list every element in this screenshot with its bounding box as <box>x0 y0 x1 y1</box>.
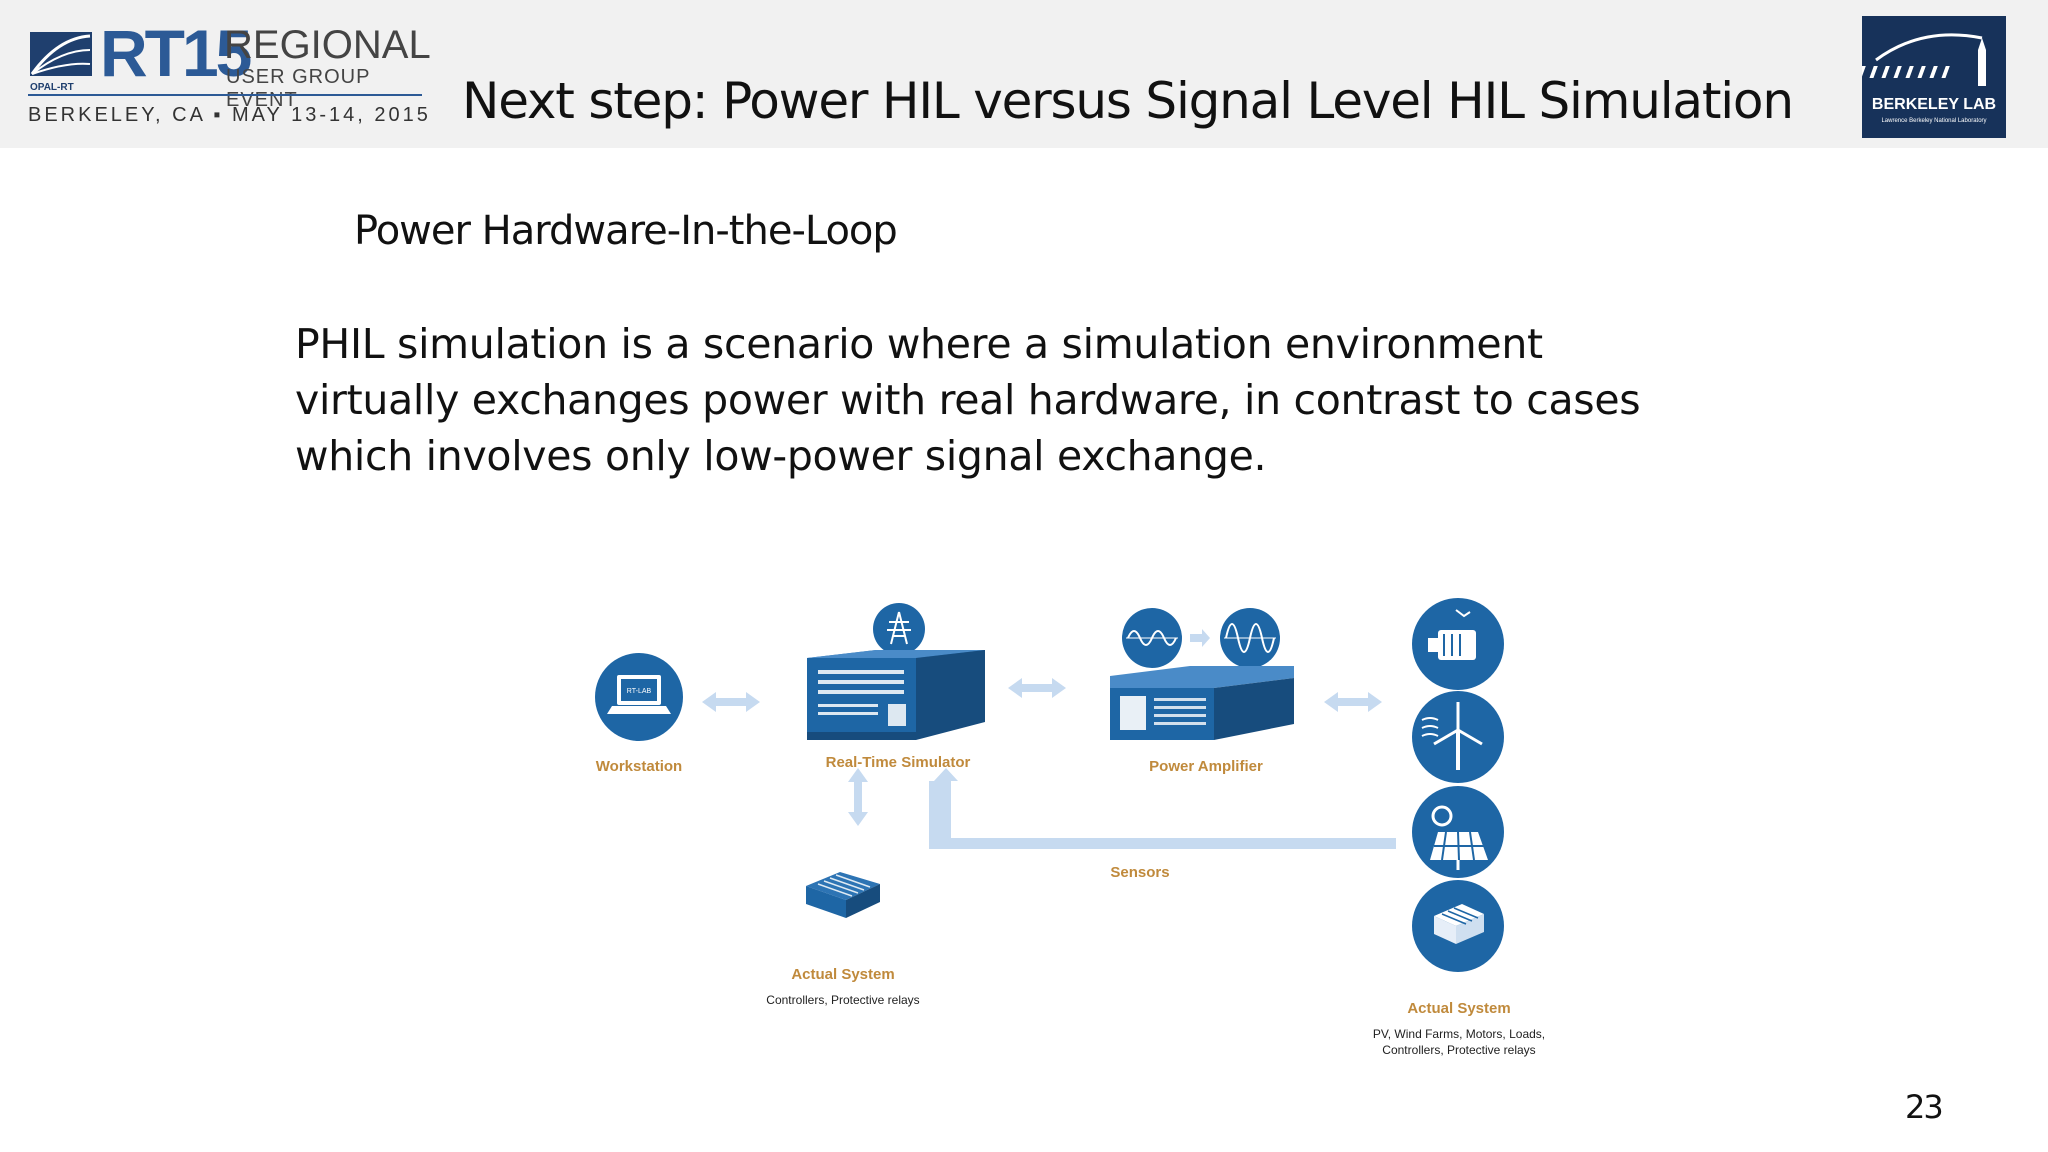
workstation-icon: RT-LAB <box>595 653 683 741</box>
logo-divider <box>28 94 422 96</box>
solar-panel-icon <box>1412 786 1504 878</box>
actual-system-right-sub-line: Controllers, Protective relays <box>1382 1043 1536 1057</box>
link-arrow-icon <box>1008 678 1066 698</box>
link-arrow-icon <box>1324 692 1382 712</box>
slide-title: Next step: Power HIL versus Signal Level… <box>462 72 1794 130</box>
wind-turbine-icon <box>1412 691 1504 783</box>
actual-system-right-label: Actual System <box>1407 1000 1511 1017</box>
controller-device-icon <box>1412 880 1504 972</box>
page-number: 23 <box>1905 1088 1944 1126</box>
rt-lab-screen-text: RT-LAB <box>627 688 652 695</box>
link-arrow-icon <box>702 692 760 712</box>
body-line: which involves only low-power signal exc… <box>295 432 1267 480</box>
rt15-event-logo: OPAL-RT RT15 REGIONAL USER GROUP EVENT B… <box>28 18 431 132</box>
actual-system-right-subtitle: PV, Wind Farms, Motors, Loads, Controlle… <box>1340 1026 1578 1058</box>
actual-system-right-sub-line: PV, Wind Farms, Motors, Loads, <box>1372 1027 1546 1041</box>
berkeley-lab-subtitle: Lawrence Berkeley National Laboratory <box>1881 118 1987 124</box>
actual-system-left-label: Actual System <box>791 966 895 983</box>
sensors-feedback-arrow-icon <box>929 768 1396 849</box>
power-amplifier-label: Power Amplifier <box>1149 758 1263 775</box>
actual-system-device-icon <box>806 872 880 918</box>
opal-rt-brand: OPAL-RT <box>30 82 74 93</box>
slide-body-text: PHIL simulation is a scenario where a si… <box>295 316 1715 484</box>
phil-diagram-graphics: RT-LAB <box>595 598 1504 972</box>
real-time-simulator-label: Real-Time Simulator <box>825 754 971 771</box>
body-line: PHIL simulation is a scenario where a si… <box>295 320 1543 368</box>
body-line: virtually exchanges power with real hard… <box>295 376 1641 424</box>
slide-subheading: Power Hardware-In-the-Loop <box>354 208 898 254</box>
workstation-label: Workstation <box>595 758 683 775</box>
campanile-icon <box>1857 33 1986 86</box>
berkeley-lab-logo: BERKELEY LAB Lawrence Berkeley National … <box>1857 16 2006 138</box>
event-location-date: BERKELEY, CA ▪ MAY 13-14, 2015 <box>28 104 431 126</box>
regional-text: REGIONAL <box>224 23 431 67</box>
power-amplifier-icon <box>1110 608 1294 740</box>
actual-system-left-subtitle: Controllers, Protective relays <box>766 993 920 1007</box>
rt15-mark: RT15 <box>100 16 252 90</box>
phil-diagram: RT-LAB <box>560 580 1600 1080</box>
berkeley-lab-name: BERKELEY LAB <box>1871 96 1997 113</box>
sensors-label: Sensors <box>1110 864 1170 881</box>
real-time-simulator-icon <box>807 603 985 740</box>
slide-header: OPAL-RT RT15 REGIONAL USER GROUP EVENT B… <box>0 0 2048 148</box>
motor-icon <box>1412 598 1504 690</box>
link-arrow-icon <box>848 768 868 826</box>
opal-rt-icon: OPAL-RT <box>30 32 92 93</box>
